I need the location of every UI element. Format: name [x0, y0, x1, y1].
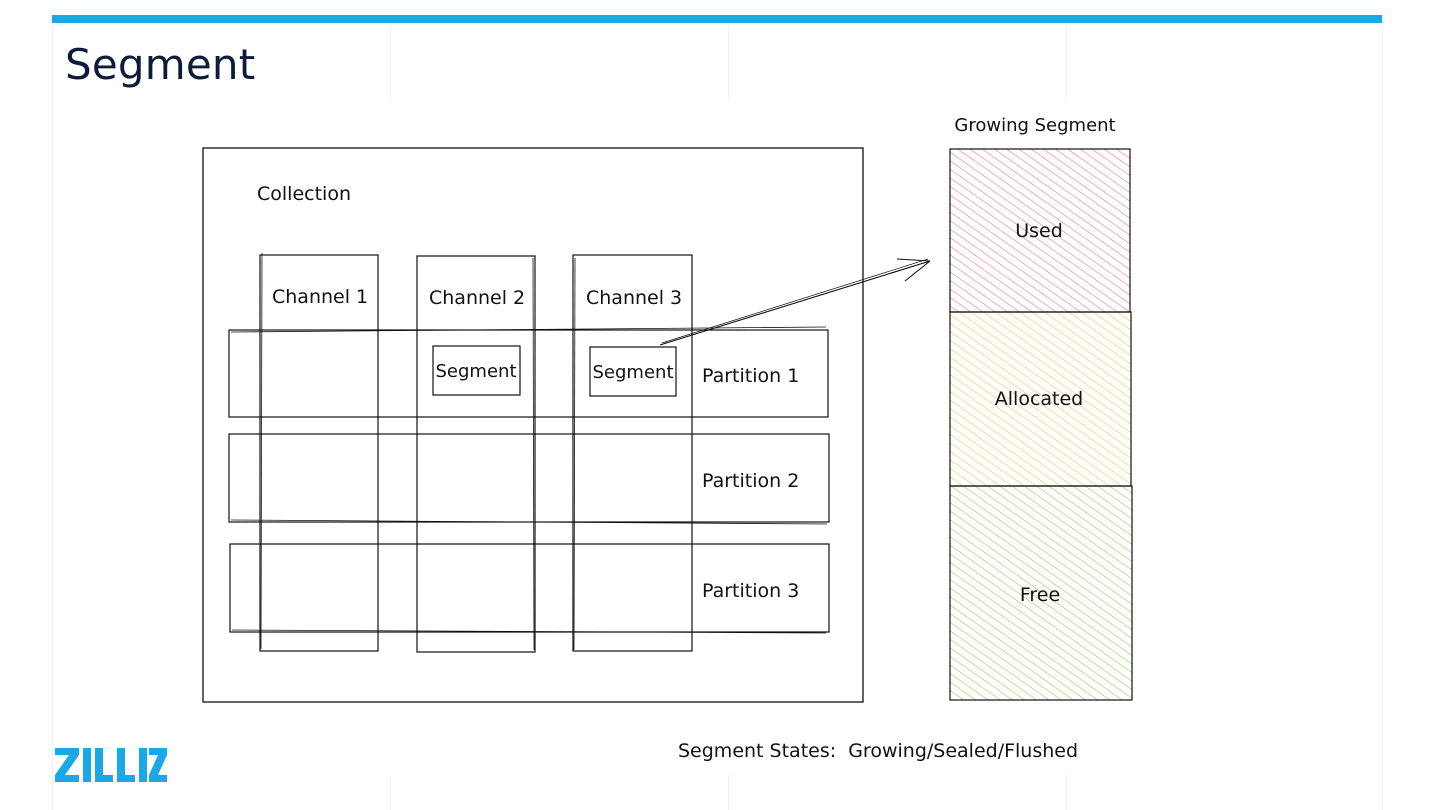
region-label: Free: [1020, 584, 1060, 606]
top-accent-bar: [52, 15, 1382, 23]
collection-label: Collection: [257, 183, 351, 205]
partition-label: Partition 2: [702, 470, 799, 492]
collection-box: [202, 147, 864, 703]
channel-label: Channel 1: [272, 286, 368, 308]
partition-label: Partition 1: [702, 365, 799, 387]
channel-label: Channel 2: [429, 287, 525, 309]
partition-label: Partition 3: [702, 580, 799, 602]
region-label: Allocated: [995, 388, 1083, 410]
partition-row: [228, 433, 830, 525]
partition-row: [229, 543, 830, 634]
background-divider: [1066, 775, 1067, 810]
zilliz-logo: [55, 748, 167, 782]
background-divider: [1066, 25, 1067, 100]
segment-box: Segment: [432, 345, 521, 396]
region-label: Used: [1015, 220, 1063, 242]
growing-segment-title: Growing Segment: [954, 115, 1115, 136]
background-divider: [1382, 25, 1383, 810]
slide-title: Segment: [65, 40, 256, 89]
growing-region-used: Used: [949, 148, 1131, 313]
growing-region-free: Free: [949, 485, 1133, 701]
background-divider: [728, 775, 729, 810]
growing-region-allocated: Allocated: [949, 311, 1132, 487]
background-divider: [52, 25, 53, 810]
segment-label: Segment: [436, 361, 517, 382]
segment-box: Segment: [589, 346, 677, 397]
segment-label: Segment: [593, 362, 674, 383]
background-divider: [390, 25, 391, 100]
segment-states-caption: Segment States: Growing/Sealed/Flushed: [678, 740, 1078, 762]
background-divider: [390, 775, 391, 810]
segment-arrow: [659, 258, 931, 346]
channel-label: Channel 3: [586, 287, 682, 309]
channel-column: [416, 255, 536, 653]
channel-column: [259, 252, 379, 652]
background-divider: [728, 25, 729, 100]
partition-row: [228, 326, 829, 418]
channel-column: [572, 254, 693, 652]
